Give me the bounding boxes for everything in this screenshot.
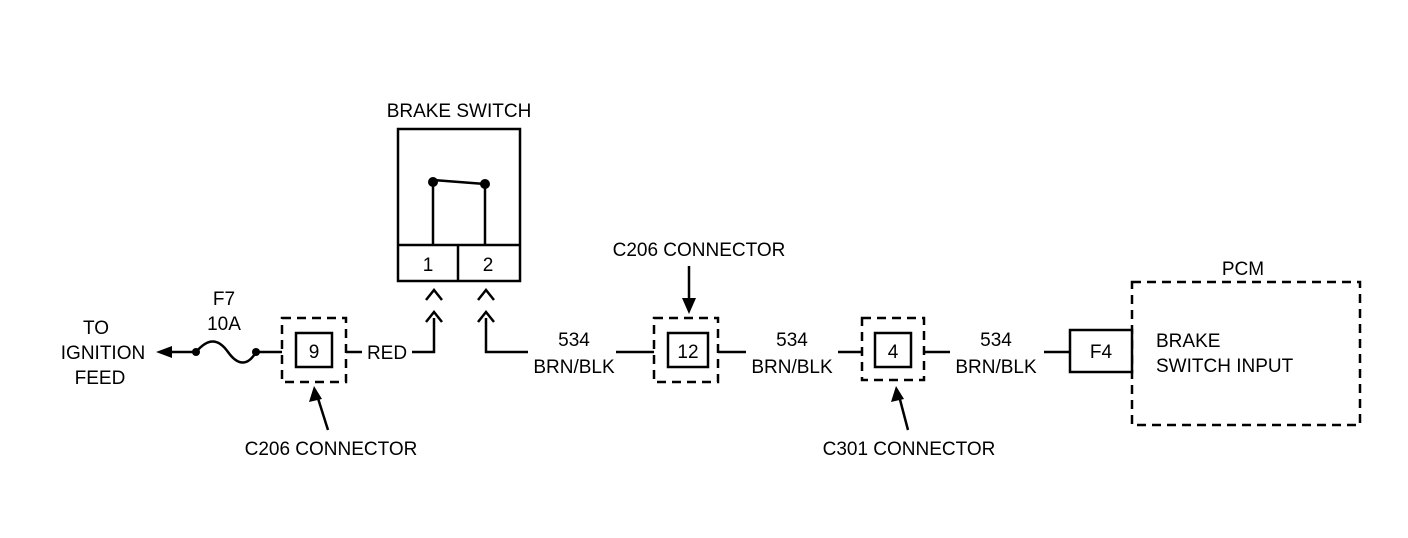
brake-switch-pin1: 1 (423, 255, 434, 276)
connector-c-outline (860, 316, 926, 382)
connector-c-pin: 4 (888, 342, 899, 363)
red-wire-right (412, 318, 436, 354)
red-wire-label: RED (367, 343, 407, 364)
switch-blade (432, 178, 486, 186)
pcm-outline (1130, 280, 1362, 427)
connector-a-label: C206 CONNECTOR (245, 439, 418, 460)
pcm-input-line1: BRAKE (1156, 331, 1220, 352)
switch-pivot-1 (428, 177, 438, 187)
connector-c-arrow-icon (891, 386, 904, 402)
pcm-pin-box (1068, 328, 1134, 374)
connector-a-pin: 9 (309, 342, 320, 363)
wire-1-circuit: 534 (558, 330, 590, 351)
pin1-upper-arrow-icon (425, 287, 443, 301)
pin1-lower-arrow-icon (425, 309, 443, 323)
pcm-title: PCM (1222, 259, 1264, 280)
pin2-upper-arrow-icon (477, 287, 495, 301)
wire-3-color: BRN/BLK (955, 357, 1037, 378)
ignition-label-feed: FEED (75, 368, 126, 389)
connector-b-arrow-icon (682, 298, 696, 314)
connector-a-pin-box (294, 331, 334, 369)
ignition-label-ignition: IGNITION (61, 343, 145, 364)
fuse-name: F7 (213, 289, 235, 310)
brake-switch-pin2: 2 (483, 255, 494, 276)
connector-a-arrow-icon (309, 386, 322, 402)
pcm-input-line2: SWITCH INPUT (1156, 356, 1294, 377)
pin2-lower-arrow-icon (477, 309, 495, 323)
brake-switch-title: BRAKE SWITCH (387, 101, 532, 122)
connector-b-pin: 12 (677, 342, 698, 363)
wire-3-circuit: 534 (980, 330, 1012, 351)
connector-b-pin-box (666, 331, 710, 369)
connector-a-outline (280, 316, 348, 384)
wire-2-circuit: 534 (776, 330, 808, 351)
connector-c-pin-box (873, 331, 913, 369)
ignition-label-to: TO (83, 318, 109, 339)
fuse-rating: 10A (207, 314, 241, 335)
feed-arrow-icon (156, 346, 172, 358)
wire-1-color: BRN/BLK (533, 357, 615, 378)
pcm-pin: F4 (1090, 342, 1113, 363)
connector-b-outline (652, 316, 720, 384)
switch-pivot-2 (480, 179, 490, 189)
fuse-icon (195, 340, 258, 364)
wire-2-color: BRN/BLK (751, 357, 833, 378)
wire-1-left (484, 318, 528, 354)
connector-b-label: C206 CONNECTOR (613, 240, 786, 261)
connector-c-label: C301 CONNECTOR (823, 439, 996, 460)
